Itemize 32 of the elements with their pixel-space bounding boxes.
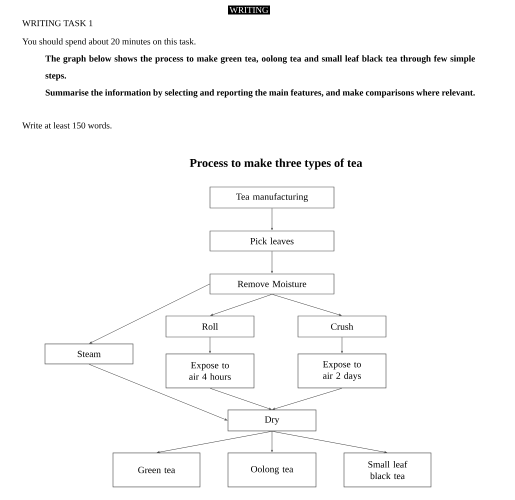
arrow xyxy=(88,364,228,420)
process-box: Expose to air 2 days xyxy=(298,354,386,388)
task-text: Write at least 150 words. xyxy=(22,122,112,129)
process-box: Crush xyxy=(298,316,386,338)
arrow xyxy=(156,431,272,454)
arrow xyxy=(209,337,211,354)
process-box: Oolong tea xyxy=(228,452,316,488)
task-text: WRITING TASK 1 xyxy=(22,20,92,26)
process-box: Remove Moisture xyxy=(210,274,334,294)
process-box: Small leaf black tea xyxy=(344,452,432,488)
arrow xyxy=(271,431,273,452)
arrow xyxy=(341,337,343,354)
arrow xyxy=(272,294,342,316)
process-box: Pick leaves xyxy=(210,230,334,252)
arrow xyxy=(272,431,388,454)
task-text: You should spend about 20 minutes on this task. xyxy=(22,38,196,46)
arrow xyxy=(271,251,273,274)
process-box: Expose to air 4 hours xyxy=(166,354,254,388)
header-label: WRITING xyxy=(228,5,270,15)
arrow xyxy=(271,208,273,230)
process-box: Tea manufacturing xyxy=(210,186,334,208)
instruction-text: The graph below shows the process to make green tea, oolong tea and small leaf black tea through few simple steps. xyxy=(45,55,475,80)
instruction-text: Summarise the information by selecting and reporting the main features, and make comparisons where relevant. xyxy=(46,89,475,98)
process-box: Roll xyxy=(166,316,254,338)
process-box: Steam xyxy=(44,344,134,364)
arrow xyxy=(89,284,210,344)
diagram-title: Process to make three types of tea xyxy=(190,158,362,170)
process-box: Dry xyxy=(228,410,316,432)
arrow xyxy=(210,294,272,316)
process-box: Green tea xyxy=(112,452,200,488)
arrow xyxy=(210,388,272,410)
arrow xyxy=(272,388,342,410)
